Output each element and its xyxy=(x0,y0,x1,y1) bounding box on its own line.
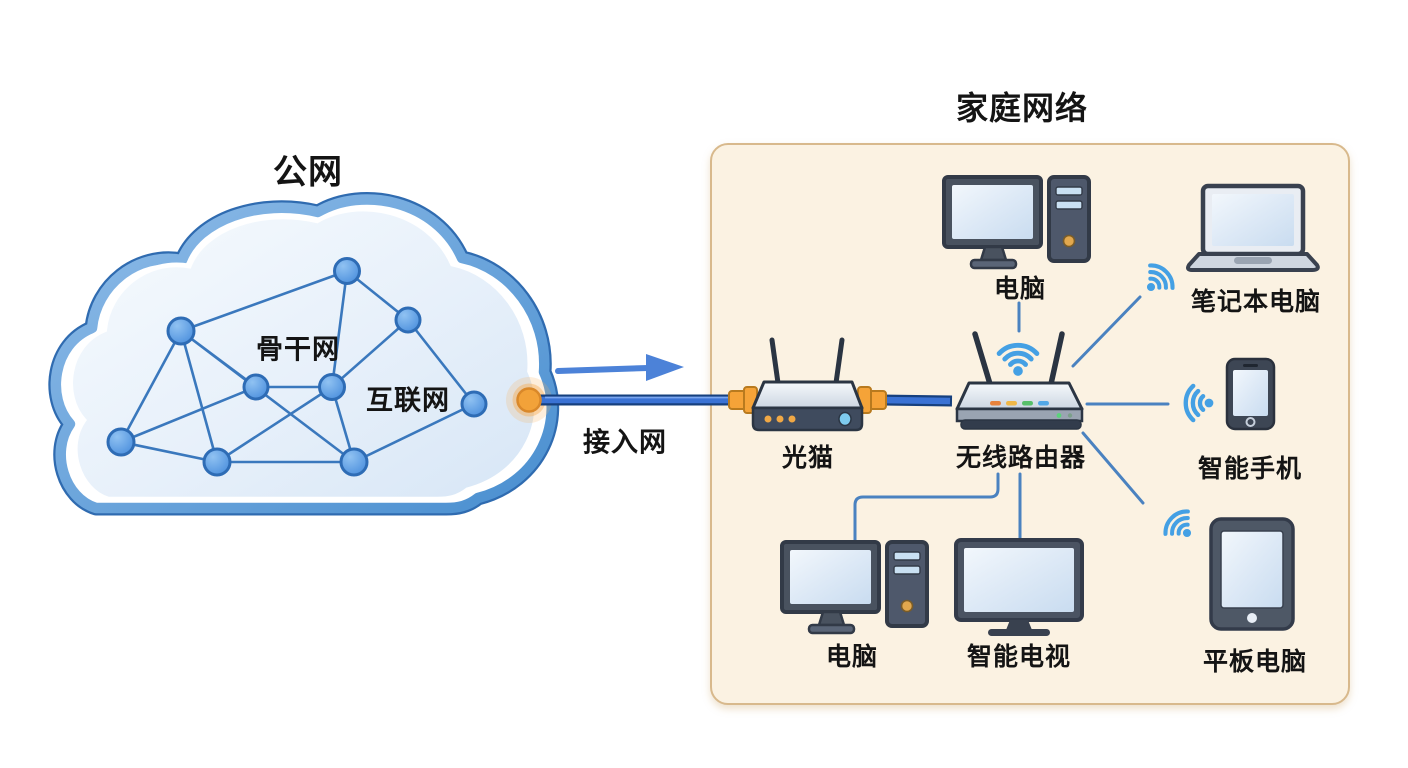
wifi-signal-icon-phone xyxy=(1186,386,1214,420)
modem-antenna xyxy=(833,337,845,386)
network-node-dot xyxy=(394,306,422,334)
modem-led xyxy=(788,415,796,423)
router-label: 无线路由器 xyxy=(955,444,1087,472)
backbone-label: 骨干网 xyxy=(256,334,340,365)
modem-router-cable xyxy=(883,396,951,405)
wifi-signal-icon-laptop xyxy=(1137,261,1177,301)
phone-label: 智能手机 xyxy=(1197,455,1303,483)
modem-front-face xyxy=(751,406,864,432)
smart-tv-icon xyxy=(954,538,1084,636)
backbone-graph-edges xyxy=(119,269,476,464)
smartphone-icon xyxy=(1186,357,1276,431)
desktop-computer-top-icon xyxy=(942,175,1091,270)
public-cloud-icon xyxy=(48,192,560,516)
router-base xyxy=(960,419,1082,430)
tablet-label: 平板电脑 xyxy=(1202,648,1308,676)
router-status-led xyxy=(1022,401,1033,406)
internet-label: 互联网 xyxy=(366,385,450,416)
router-status-led xyxy=(1038,401,1049,406)
network-node-dot xyxy=(333,257,361,285)
cloud-inner-fill xyxy=(68,206,540,502)
wifi-signal-icon-tablet xyxy=(1161,507,1201,547)
cloud-port-dot xyxy=(516,387,542,413)
modem-device xyxy=(728,337,887,432)
link-router-desktop-bottom xyxy=(853,472,1000,542)
tv-label: 智能电视 xyxy=(966,643,1072,671)
wifi-signal-icon-router xyxy=(999,345,1037,376)
router-device xyxy=(955,331,1084,430)
backbone-nodes xyxy=(106,257,488,477)
public-network-title: 公网 xyxy=(273,153,343,192)
access-link xyxy=(506,354,953,423)
modem-led xyxy=(764,415,772,423)
router-front-face xyxy=(955,407,1084,423)
link-router-tablet-wireless xyxy=(1081,431,1145,505)
modem-label: 光猫 xyxy=(781,444,835,472)
right-arrow-icon xyxy=(555,354,684,381)
network-node-dot xyxy=(166,316,196,346)
modem-antenna xyxy=(769,337,781,386)
desktop-computer-bottom-icon xyxy=(780,540,929,635)
router-status-led xyxy=(990,401,1001,406)
router-led-green xyxy=(1056,413,1062,418)
home-network-title: 家庭网络 xyxy=(955,90,1089,126)
lan-connections xyxy=(853,295,1170,542)
tablet-icon xyxy=(1161,507,1295,631)
desktop-top-label: 电脑 xyxy=(993,275,1047,303)
modem-led xyxy=(776,415,784,423)
network-node-dot xyxy=(106,427,136,457)
network-node-dot xyxy=(460,390,488,418)
link-router-laptop-wireless xyxy=(1071,295,1142,368)
router-antenna xyxy=(972,331,993,387)
access-network-label: 接入网 xyxy=(583,427,667,458)
network-node-dot xyxy=(202,447,232,477)
modem-button xyxy=(838,411,852,427)
desktop-bottom-label: 电脑 xyxy=(825,643,879,671)
router-led-green xyxy=(1067,413,1073,418)
network-node-dot xyxy=(242,373,270,401)
laptop-icon xyxy=(1137,183,1320,301)
laptop-label: 笔记本电脑 xyxy=(1190,288,1322,316)
router-status-led xyxy=(1006,401,1017,406)
router-antenna xyxy=(1048,331,1065,387)
network-node-dot xyxy=(318,373,346,401)
network-node-dot xyxy=(339,447,369,477)
modem-top-face xyxy=(751,380,864,410)
router-top-face xyxy=(955,381,1084,411)
